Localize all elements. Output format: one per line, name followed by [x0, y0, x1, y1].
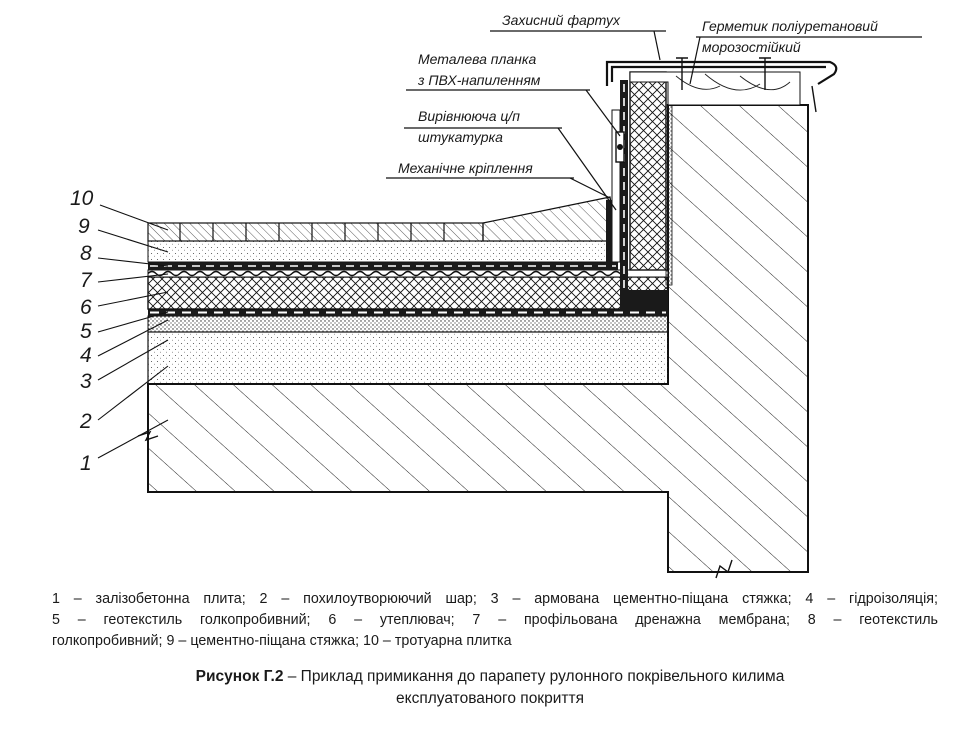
caption-text-2: експлуатованого покриття — [396, 690, 584, 707]
caption-label: Рисунок Г.2 — [195, 668, 284, 685]
parapet-plaster — [665, 104, 673, 286]
callout-plaster-line1: Вирівнююча ц/п — [418, 108, 520, 124]
layer-number-4: 4 — [80, 344, 92, 367]
paving-tile-joints — [179, 223, 445, 241]
parapet-vertical-insulation — [629, 71, 667, 271]
callout-fastening: Механічне кріплення — [398, 160, 533, 176]
callout-sealant-line2: морозостійкий — [702, 39, 801, 55]
layer-number-7: 7 — [80, 269, 93, 292]
callout-leader-sealant — [689, 36, 701, 85]
break-mark-parapet — [715, 559, 733, 579]
roof-parapet-section-drawing: Захисний фартух Герметик поліуретановий … — [70, 12, 922, 579]
mechanical-fastener — [617, 144, 623, 150]
caption-dash: – — [283, 668, 301, 685]
sealant-fill — [629, 71, 801, 106]
callout-strip-line1: Металева планка — [418, 51, 536, 67]
callout-leader-fastening — [569, 177, 611, 199]
layer-paving-tiles — [147, 222, 484, 242]
legend-line-1: 1 – залізобетонна плита; 2 – похилоутвор… — [52, 591, 938, 607]
layer-number-3: 3 — [80, 370, 92, 393]
legend-line-2: 5 – геотекстиль голкопробивний; 6 – утеп… — [52, 612, 938, 628]
layer-geotextile — [148, 262, 618, 270]
layer-drainage-membrane-wave — [147, 270, 629, 277]
layer-insulation — [147, 276, 669, 310]
callout-apron: Захисний фартух — [502, 12, 621, 28]
callout-leader-plaster — [557, 127, 617, 211]
layer-leader-lines — [97, 204, 169, 459]
layer-number-1: 1 — [80, 452, 92, 475]
legend-line-3: голкопробивний; 9 – цементно-піщана стяж… — [52, 633, 512, 649]
legend: 1 – залізобетонна плита; 2 – похилоутвор… — [52, 589, 938, 652]
layer-reinforced-screed — [147, 315, 669, 333]
apron-fastener-left — [676, 57, 688, 90]
break-mark-slab — [137, 430, 159, 442]
layer-number-10: 10 — [70, 187, 94, 210]
mortar-fillet — [482, 196, 619, 242]
figure-caption: Рисунок Г.2 – Приклад примикання до пара… — [40, 666, 940, 710]
callout-plaster-line2: штукатурка — [418, 129, 503, 145]
layer-slope-forming — [147, 331, 669, 385]
callout-sealant-line1: Герметик поліуретановий — [702, 18, 878, 34]
layer-number-8: 8 — [80, 242, 92, 265]
callout-leader-strip — [585, 89, 621, 137]
callout-strip-line2: з ПВХ-напиленням — [417, 72, 541, 88]
caption-text-1: Приклад примикання до парапету рулонного… — [300, 668, 785, 685]
layer-number-9: 9 — [78, 215, 90, 238]
apron-fastener-right — [759, 57, 771, 90]
callout-leader-apron — [653, 30, 661, 61]
sealant-strokes — [675, 73, 791, 91]
protective-apron — [605, 60, 838, 86]
apron-drip-edge — [811, 85, 817, 113]
parapet-vertical-geotextile — [606, 200, 612, 266]
layer-cement-screed — [147, 240, 619, 263]
layer-number-5: 5 — [80, 320, 92, 343]
layer-number-2: 2 — [79, 410, 92, 433]
layer-number-6: 6 — [80, 296, 92, 319]
caption-line-1: Рисунок Г.2 – Приклад примикання до пара… — [40, 666, 940, 688]
